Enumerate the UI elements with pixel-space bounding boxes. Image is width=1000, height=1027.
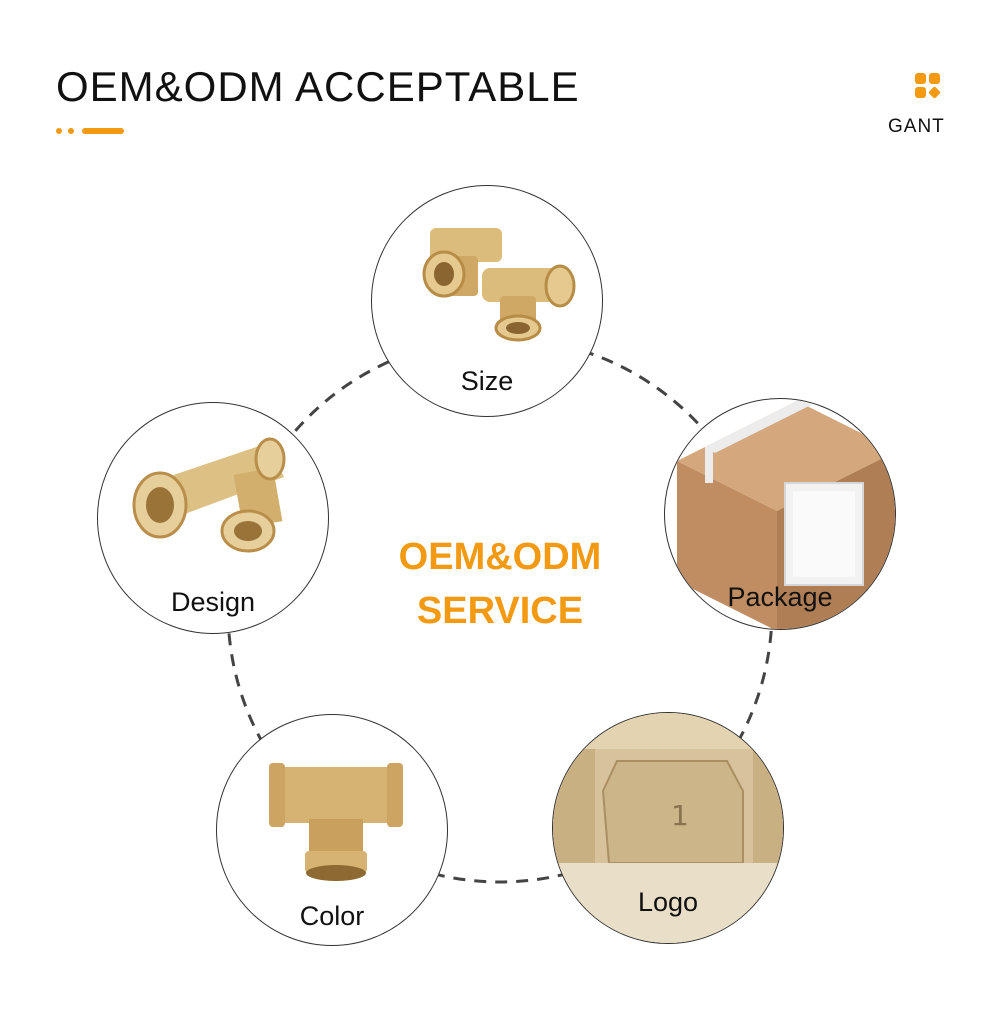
accent-dot	[56, 128, 62, 134]
package-label: Package	[727, 582, 833, 612]
color-label: Color	[299, 901, 365, 931]
carton-box-image	[677, 399, 895, 629]
center-line-2: SERVICE	[416, 590, 584, 632]
svg-text:1: 1	[671, 799, 689, 832]
brass-logo-closeup-image: 1	[553, 713, 783, 943]
size-circle: Size	[371, 185, 603, 417]
brass-tee-pair-image	[422, 228, 576, 342]
brass-tee-color-image	[269, 763, 403, 881]
page-title: OEM&ODM ACCEPTABLE	[56, 63, 580, 110]
design-label: Design	[170, 587, 256, 617]
brand-name: GANT	[888, 116, 945, 137]
brand-logo-icon	[915, 73, 941, 99]
accent-bar	[82, 128, 124, 134]
logo-circle: 1 Logo	[552, 712, 784, 944]
brass-tee-design-image	[132, 437, 286, 553]
center-line-1: OEM&ODM	[398, 536, 602, 578]
size-label: Size	[460, 366, 514, 396]
design-circle: Design	[97, 402, 329, 634]
color-circle: Color	[216, 714, 448, 946]
package-circle: Package	[664, 398, 896, 630]
logo-label: Logo	[637, 887, 699, 917]
accent-dot	[68, 128, 74, 134]
